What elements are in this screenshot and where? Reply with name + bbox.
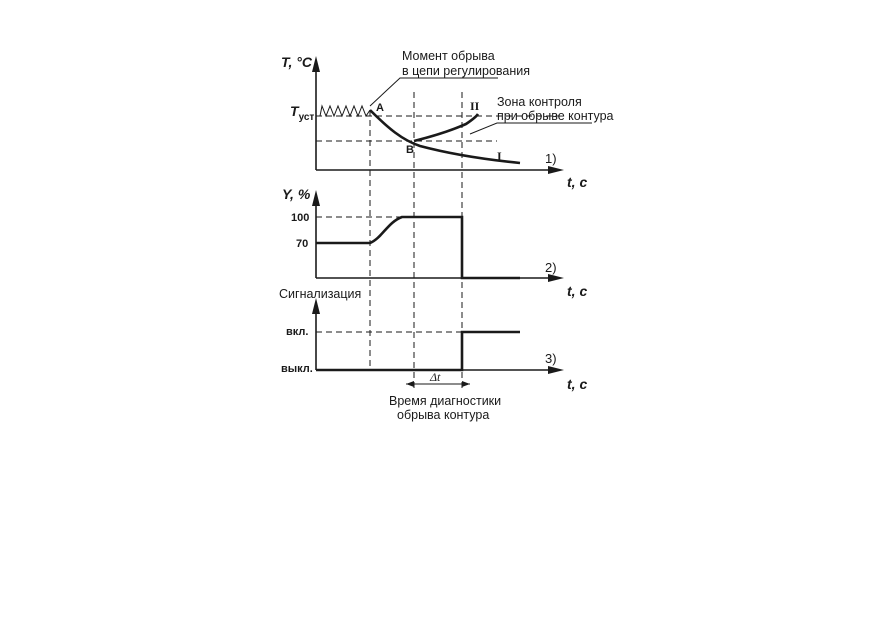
graph2-x-label: t, c — [567, 283, 587, 299]
graph2-y-axis-arrow — [312, 190, 320, 206]
graph-1-temperature: T, °C Tуст A B I II Момент обрыва в цепи… — [281, 49, 614, 190]
graph2-y-label: Y, % — [282, 186, 311, 202]
graph2-tick-100: 100 — [291, 212, 309, 224]
graph1-point-a: A — [376, 102, 384, 114]
delta-t-arrow-right — [462, 381, 470, 387]
graph1-break-moment-line1: Момент обрыва — [402, 49, 495, 63]
graph3-x-axis-arrow — [548, 366, 564, 374]
graph3-off-label: выкл. — [281, 363, 313, 375]
graph1-curve-ii — [413, 113, 480, 143]
graph1-control-zone-line2: при обрыве контура — [497, 109, 614, 123]
delta-t-label: Δt — [429, 370, 441, 384]
graph3-alarm-signal — [316, 330, 520, 372]
graph2-panel-number: 2) — [545, 260, 557, 275]
delta-t-arrow-left — [406, 381, 414, 387]
graph1-point-b: B — [406, 144, 414, 156]
graph1-x-axis-arrow — [548, 166, 564, 174]
graph-2-output: Y, % 100 70 2) t, c — [282, 186, 587, 299]
graph2-x-axis-arrow — [548, 274, 564, 282]
graph1-break-moment-leader — [369, 77, 498, 107]
graph3-y-axis-arrow — [312, 298, 320, 314]
graph3-x-label: t, c — [567, 376, 587, 392]
graph2-tick-70: 70 — [296, 238, 308, 250]
graph1-x-label: t, c — [567, 174, 587, 190]
graph1-control-zone-line1: Зона контроля — [497, 95, 582, 109]
diagnostic-time-line2: обрыва контура — [397, 408, 489, 422]
graph3-on-label: вкл. — [286, 326, 308, 338]
graph1-curve-i — [369, 109, 521, 165]
graph1-control-zone-leader — [469, 122, 592, 135]
graph1-y-axis-arrow — [312, 56, 320, 72]
graph1-break-moment-line2: в цепи регулирования — [402, 64, 530, 78]
graph1-panel-number: 1) — [545, 151, 557, 166]
graph1-curve-i-label: I — [497, 149, 502, 163]
graph1-y-label: T, °C — [281, 54, 313, 70]
graph1-setpoint-label: Tуст — [290, 103, 314, 123]
graph1-oscillation — [319, 104, 371, 118]
graph3-y-label: Сигнализация — [279, 287, 361, 301]
graph-3-alarm: Сигнализация вкл. выкл. 3) t, c Δt Время… — [279, 287, 587, 422]
diagnostic-time-line1: Время диагностики — [389, 394, 501, 408]
graph1-curve-ii-label: II — [470, 99, 480, 113]
graph2-output-curve — [316, 215, 520, 280]
graph3-panel-number: 3) — [545, 351, 557, 366]
